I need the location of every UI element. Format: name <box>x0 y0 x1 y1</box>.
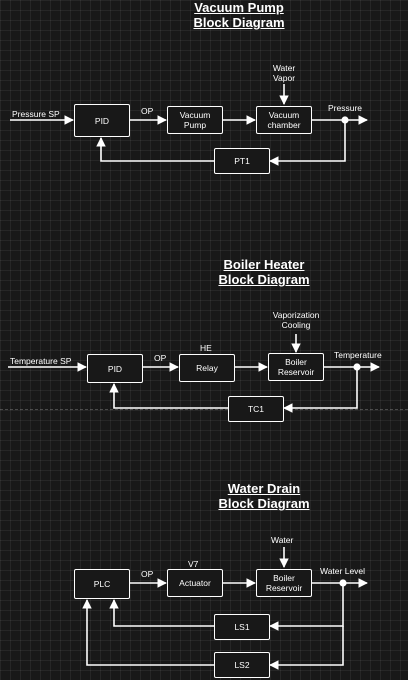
boiler-setpoint-label: Temperature SP <box>10 356 72 366</box>
boiler-pid-label: PID <box>107 363 123 374</box>
vacuum-sensor-label: PT1 <box>234 156 250 166</box>
drain-reservoir-block[interactable]: Boiler Reservoir <box>256 569 312 597</box>
drain-ls2-to-plc <box>82 599 214 666</box>
boiler-feedback-to-pid <box>109 383 228 409</box>
vacuum-disturbance-line2: Vapor <box>272 73 296 83</box>
vacuum-pid-label: PID <box>94 115 110 126</box>
drain-actuator-label: Actuator <box>179 578 211 588</box>
boiler-op-label: OP <box>154 353 167 363</box>
vacuum-setpoint-label: Pressure SP <box>12 109 60 119</box>
vacuum-pump-block[interactable]: Vacuum Pump <box>167 106 223 134</box>
vacuum-title-line2: Block Diagram <box>193 15 285 30</box>
drain-feedback-to-ls2 <box>269 626 344 670</box>
vacuum-feedback-to-pid <box>96 137 214 162</box>
vacuum-pump-label-line2: Pump <box>183 120 207 130</box>
drain-reservoir-label-line1: Boiler <box>273 573 295 583</box>
vacuum-output-label: Pressure <box>328 103 363 113</box>
drain-ls2-block[interactable]: LS2 <box>214 652 270 678</box>
boiler-disturbance-label: Vaporization Cooling <box>264 310 328 330</box>
boiler-output-label: Temperature <box>334 350 382 360</box>
boiler-disturbance-line1: Vaporization <box>272 310 320 320</box>
vacuum-title-line1: Vacuum Pump <box>194 0 284 15</box>
vacuum-disturbance-label: Water Vapor <box>262 63 306 83</box>
boiler-reservoir-label-line1: Boiler <box>285 357 307 367</box>
drain-disturbance-label: Water <box>271 535 294 545</box>
vacuum-chamber-label-line1: Vacuum <box>268 110 300 120</box>
drain-diagram-title: Water Drain Block Diagram <box>206 481 322 511</box>
drain-actuator-block[interactable]: Actuator <box>167 569 223 597</box>
drain-reservoir-label-line2: Reservoir <box>265 583 303 593</box>
drain-plc-label: PLC <box>93 579 111 589</box>
drain-title-line1: Water Drain <box>227 481 301 496</box>
boiler-feedback-to-sensor <box>283 367 358 413</box>
vacuum-diagram-title: Vacuum Pump Block Diagram <box>184 0 294 30</box>
boiler-relay-label: Relay <box>196 363 218 373</box>
vacuum-disturbance-line1: Water <box>272 63 296 73</box>
drain-ls2-label: LS2 <box>234 660 250 670</box>
drain-takeoff-node <box>339 579 347 587</box>
boiler-title-line2: Block Diagram <box>218 272 310 287</box>
vacuum-feedback-to-sensor <box>269 120 346 166</box>
drain-output-label: Water Level <box>320 566 366 576</box>
drain-ls1-block[interactable]: LS1 <box>214 614 270 640</box>
drain-ls1-label: LS1 <box>234 622 250 632</box>
vacuum-op-label: OP <box>141 106 154 116</box>
drain-actuator-tag: V7 <box>188 559 199 569</box>
boiler-sensor-block[interactable]: TC1 <box>228 396 284 422</box>
boiler-relay-block[interactable]: Relay <box>179 354 235 382</box>
boiler-reservoir-label-line2: Reservoir <box>277 367 315 377</box>
boiler-pid-block[interactable]: PID <box>87 354 143 383</box>
vacuum-chamber-block[interactable]: Vacuum chamber <box>256 106 312 134</box>
boiler-actuator-tag: HE <box>200 343 212 353</box>
vacuum-sensor-block[interactable]: PT1 <box>214 148 270 174</box>
vacuum-pump-label-line1: Vacuum <box>179 110 211 120</box>
vacuum-takeoff-node <box>341 116 349 124</box>
drain-title-line2: Block Diagram <box>218 496 310 511</box>
boiler-disturbance-line2: Cooling <box>281 320 311 330</box>
drain-op-label: OP <box>141 569 154 579</box>
boiler-takeoff-node <box>353 363 361 371</box>
guide-line <box>0 409 408 410</box>
boiler-diagram-title: Boiler Heater Block Diagram <box>206 257 322 287</box>
boiler-reservoir-block[interactable]: Boiler Reservoir <box>268 353 324 381</box>
vacuum-pid-block[interactable]: PID <box>74 104 130 137</box>
boiler-title-line1: Boiler Heater <box>223 257 305 272</box>
drain-plc-block[interactable]: PLC <box>74 569 130 599</box>
boiler-sensor-label: TC1 <box>247 404 265 414</box>
vacuum-chamber-label-line2: chamber <box>267 120 301 130</box>
drain-ls1-to-plc <box>109 599 214 627</box>
